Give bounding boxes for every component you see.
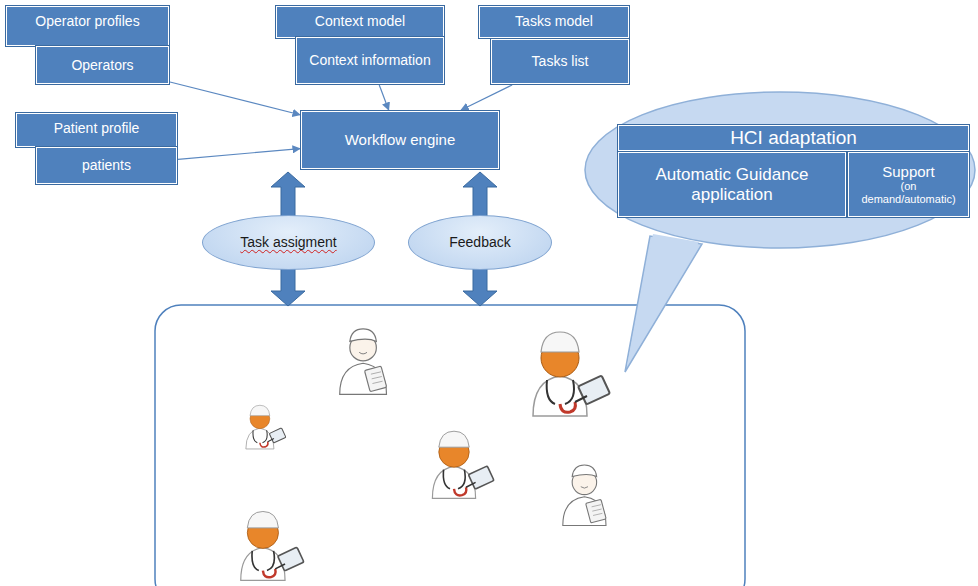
- doctor-icon: [432, 431, 494, 498]
- doctor-icon: [241, 511, 304, 580]
- doctor-icon: [533, 332, 610, 416]
- application-box: Automatic Guidance application: [617, 151, 847, 218]
- node-text: patients: [82, 157, 131, 173]
- nurse-icon: [340, 329, 387, 395]
- node-text: Tasks model: [515, 13, 593, 29]
- input-connector: [461, 85, 512, 110]
- node-text: Support: [882, 163, 935, 180]
- engine-box: Workflow engine: [300, 110, 500, 170]
- node-text: (on demand/automatic): [854, 180, 963, 205]
- node-text: HCI adaptation: [730, 127, 857, 149]
- node-text: Feedback: [449, 234, 510, 250]
- arrow-label-ellipse: Feedback: [408, 215, 552, 270]
- node-text: Tasks list: [532, 53, 589, 69]
- input-connector: [178, 149, 300, 160]
- model-box: Context model: [275, 5, 445, 39]
- list-box: patients: [35, 146, 178, 185]
- profile-box: Patient profile: [15, 112, 178, 148]
- node-text: Patient profile: [54, 120, 140, 136]
- input-connector: [379, 85, 388, 110]
- node-text: Operator profiles: [35, 13, 139, 29]
- input-connector: [170, 82, 300, 115]
- support-box: Support(on demand/automatic): [847, 151, 970, 218]
- model-box: Tasks model: [478, 5, 630, 39]
- node-text: Operators: [71, 57, 133, 73]
- node-text: Task assigment: [240, 234, 336, 250]
- callout-seam: [627, 234, 699, 366]
- node-text: Context model: [315, 13, 405, 29]
- list-box: Operators: [35, 45, 170, 85]
- doctor-icon: [246, 405, 286, 449]
- node-text: Workflow engine: [345, 131, 456, 148]
- list-box: Tasks list: [490, 38, 630, 85]
- nurse-icon: [563, 465, 606, 525]
- arrow-label-ellipse: Task assigment: [202, 215, 375, 270]
- header-box: HCI adaptation: [617, 124, 970, 152]
- list-box: Context information: [295, 36, 445, 85]
- profile-box: Operator profiles: [5, 5, 170, 47]
- callout-bubble: [585, 92, 975, 248]
- staff-area: [155, 305, 745, 586]
- node-text: Context information: [309, 52, 430, 68]
- node-text: Automatic Guidance application: [624, 165, 840, 204]
